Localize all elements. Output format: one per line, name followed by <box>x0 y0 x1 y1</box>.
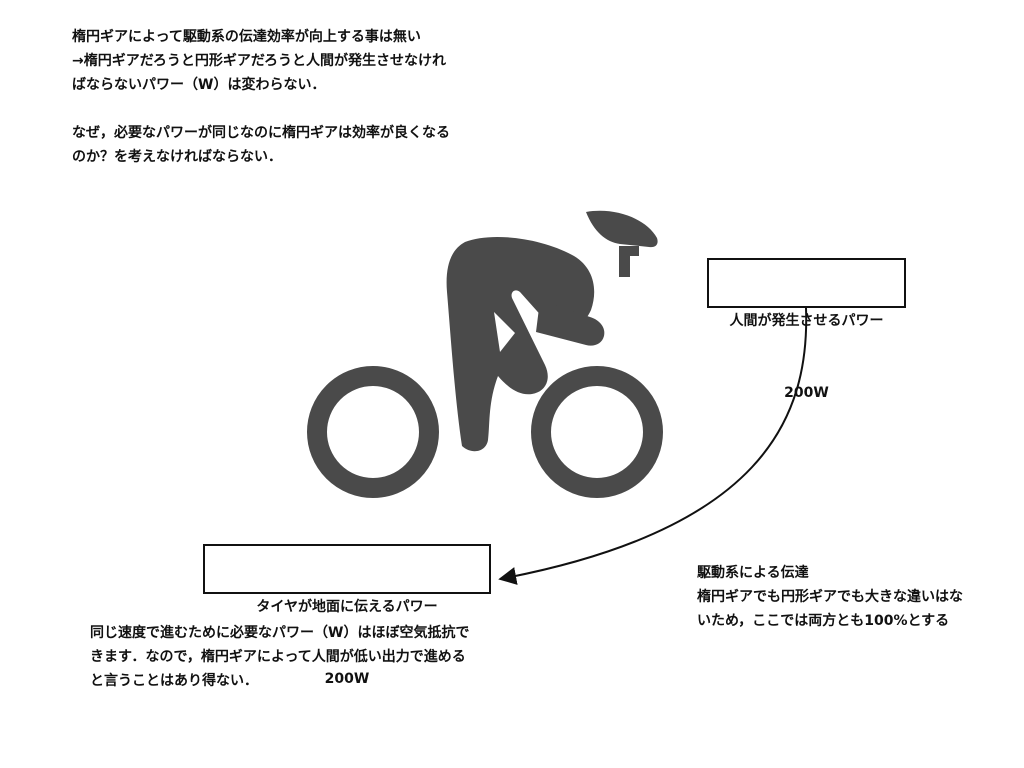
human-power-value: 200W <box>784 385 829 401</box>
question-text: なぜ，必要なパワーが同じなのに楕円ギアは効率が良くなる のか？を考えなければなら… <box>72 125 450 165</box>
helmet <box>586 210 658 248</box>
human-power-box: 人間が発生させるパワー 200W <box>707 258 906 401</box>
tire-power-label: タイヤが地面に伝えるパワー <box>256 599 438 615</box>
tire-power-box: タイヤが地面に伝えるパワー 200W <box>203 544 491 687</box>
arm <box>536 300 605 346</box>
tire-power-value: 200W <box>324 671 370 687</box>
conclusion-text: 同じ速度で進むために必要なパワー（W）はほぼ空気抵抗で きます．なので，楕円ギア… <box>90 625 470 689</box>
transfer-arrow <box>498 307 808 585</box>
cyclist-icon <box>307 210 663 498</box>
torso-cutout <box>494 312 515 352</box>
helmet-visor <box>619 246 630 277</box>
drivetrain-note: 駆動系による伝達 楕円ギアでも円形ギアでも大きな違いはな いため，ここでは両方と… <box>697 565 963 629</box>
human-power-label: 人間が発生させるパワー <box>729 313 884 329</box>
intro-text: 楕円ギアによって駆動系の伝達効率が向上する事は無い →楕円ギアだろうと円形ギアだ… <box>72 29 447 93</box>
rear-wheel <box>307 366 439 498</box>
torso <box>446 236 595 452</box>
helmet-visor-bar <box>619 246 639 256</box>
front-wheel <box>531 366 663 498</box>
